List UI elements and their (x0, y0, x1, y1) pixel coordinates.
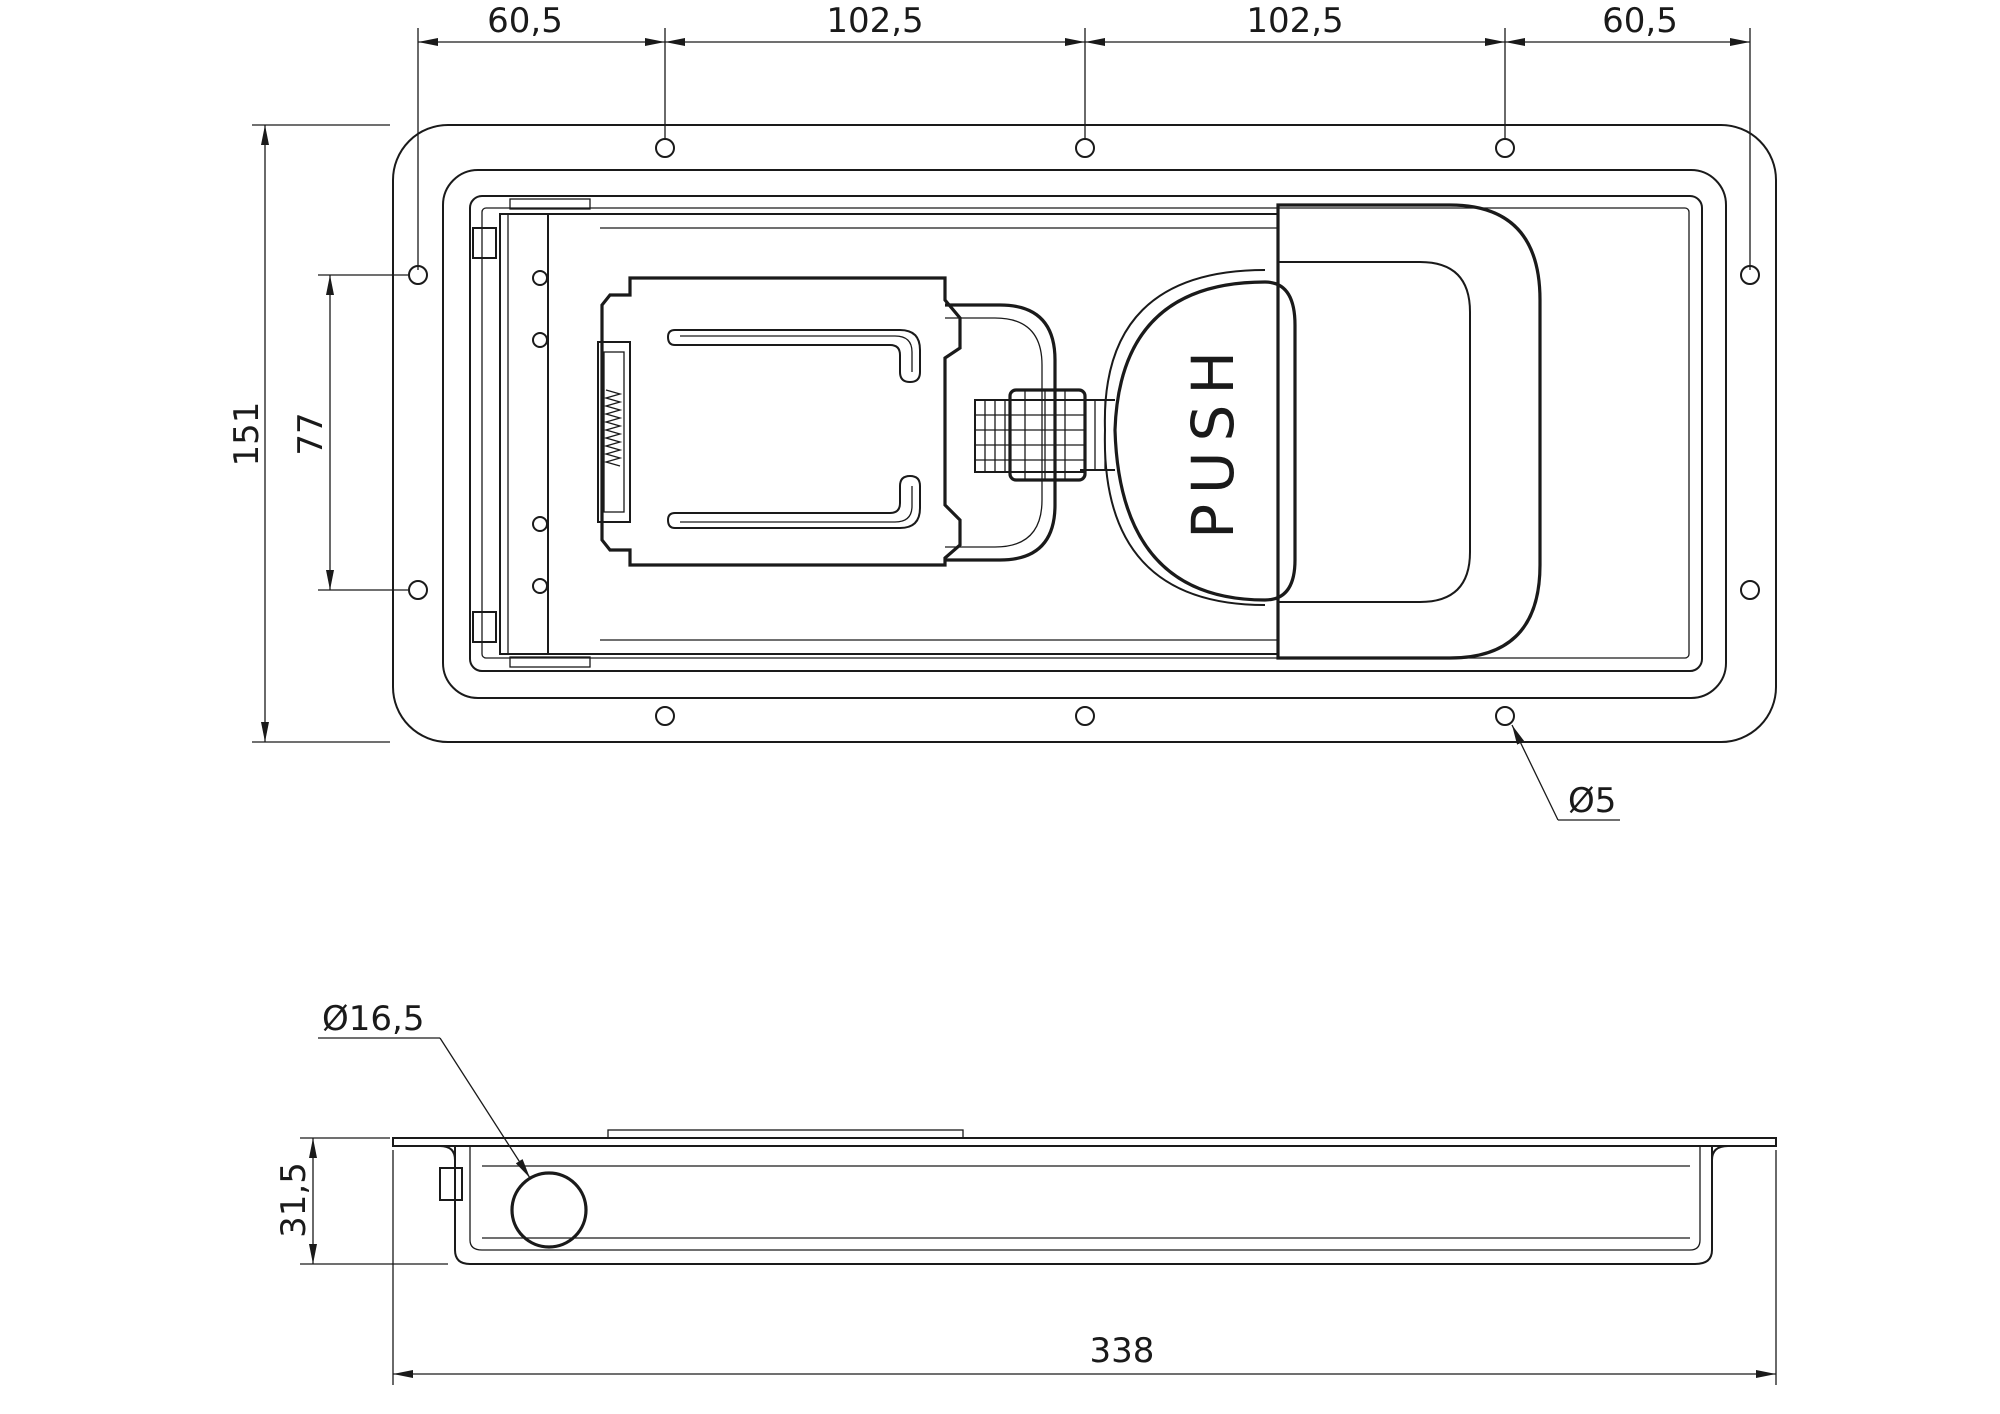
dim-length-overall: 338 (1090, 1331, 1155, 1371)
mounting-hole (1740, 580, 1760, 600)
mounting-holes (408, 138, 1760, 726)
side-flange (392, 1137, 1777, 1147)
side-view: Ø16,5 31,5 338 (274, 999, 1777, 1385)
dim-height-overall: 151 (227, 402, 267, 467)
recess-floor (481, 207, 1690, 659)
dim-depth: 31,5 (274, 1162, 314, 1238)
dim-top-seg-1: 60,5 (487, 1, 563, 41)
mounting-hole (1495, 138, 1515, 158)
push-label: PUSH (1179, 341, 1247, 539)
depth-dimension: 31,5 (274, 1137, 448, 1265)
hinge-strip (472, 198, 591, 668)
dim-hole-diameter: Ø5 (1568, 781, 1616, 821)
dim-top-seg-2: 102,5 (826, 1, 923, 41)
height-dimension: 151 (227, 124, 390, 743)
latch-plate (597, 276, 1087, 567)
length-dimension: 338 (392, 1150, 1777, 1385)
side-knob (510, 1171, 588, 1249)
mounting-hole (655, 706, 675, 726)
mounting-hole (408, 580, 428, 600)
push-handle: PUSH (1080, 203, 1542, 660)
hole-spacing-dimension: 77 (291, 274, 408, 591)
top-dimension-chain: 60,5 102,5 102,5 60,5 (417, 1, 1751, 270)
mounting-hole (1075, 706, 1095, 726)
dim-knob-diameter: Ø16,5 (322, 999, 424, 1039)
recess-outer (442, 169, 1727, 699)
hole-diameter-callout: Ø5 (1511, 724, 1620, 821)
recess-inner (469, 195, 1703, 672)
mounting-hole (1495, 706, 1515, 726)
mounting-hole (655, 138, 675, 158)
mounting-hole (1075, 138, 1095, 158)
top-view: PUSH 60,5 102,5 102,5 60,5 151 (227, 1, 1777, 821)
dim-hole-spacing: 77 (291, 412, 331, 455)
dim-top-seg-3: 102,5 (1246, 1, 1343, 41)
dim-top-seg-4: 60,5 (1602, 1, 1678, 41)
side-tub (454, 1146, 1713, 1265)
knob-diameter-callout: Ø16,5 (318, 999, 531, 1179)
